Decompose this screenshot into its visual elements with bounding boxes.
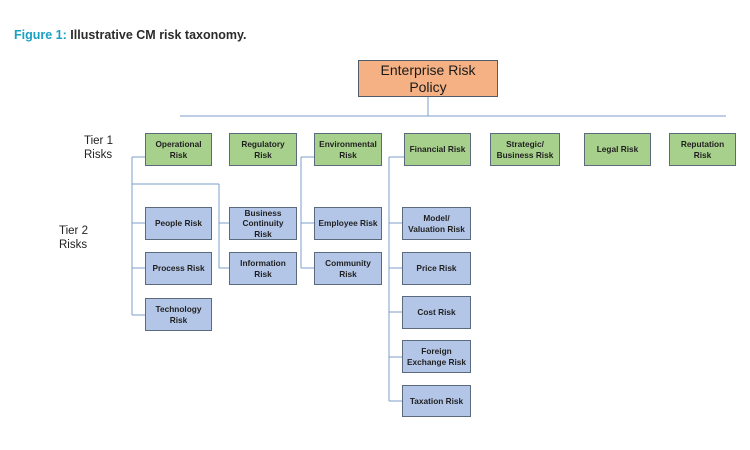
node-operational-risk[interactable]: Operational Risk [145, 133, 212, 166]
figure-caption: Figure 1: Illustrative CM risk taxonomy. [14, 28, 247, 42]
node-enterprise-risk-policy[interactable]: Enterprise Risk Policy [358, 60, 498, 97]
node-business-continuity-risk[interactable]: Business Continuity Risk [229, 207, 297, 240]
node-strategic-business-risk[interactable]: Strategic/ Business Risk [490, 133, 560, 166]
node-cost-risk[interactable]: Cost Risk [402, 296, 471, 329]
node-taxation-risk[interactable]: Taxation Risk [402, 385, 471, 417]
node-financial-risk[interactable]: Financial Risk [404, 133, 471, 166]
figure-number: Figure 1: [14, 28, 67, 42]
node-community-risk[interactable]: Community Risk [314, 252, 382, 285]
tier-2-label: Tier 2 Risks [59, 224, 88, 252]
node-regulatory-risk[interactable]: Regulatory Risk [229, 133, 297, 166]
tier-1-label: Tier 1 Risks [84, 134, 113, 162]
figure-title: Illustrative CM risk taxonomy. [70, 28, 247, 42]
tier-1-label-text: Tier 1 Risks [84, 135, 113, 161]
node-legal-risk[interactable]: Legal Risk [584, 133, 651, 166]
node-process-risk[interactable]: Process Risk [145, 252, 212, 285]
node-employee-risk[interactable]: Employee Risk [314, 207, 382, 240]
tier-2-label-text: Tier 2 Risks [59, 225, 88, 251]
node-foreign-exchange-risk[interactable]: Foreign Exchange Risk [402, 340, 471, 373]
node-information-risk[interactable]: Information Risk [229, 252, 297, 285]
node-reputation-risk[interactable]: Reputation Risk [669, 133, 736, 166]
node-price-risk[interactable]: Price Risk [402, 252, 471, 285]
node-technology-risk[interactable]: Technology Risk [145, 298, 212, 331]
node-environmental-risk[interactable]: Environmental Risk [314, 133, 382, 166]
node-model-valuation-risk[interactable]: Model/ Valuation Risk [402, 207, 471, 240]
node-people-risk[interactable]: People Risk [145, 207, 212, 240]
